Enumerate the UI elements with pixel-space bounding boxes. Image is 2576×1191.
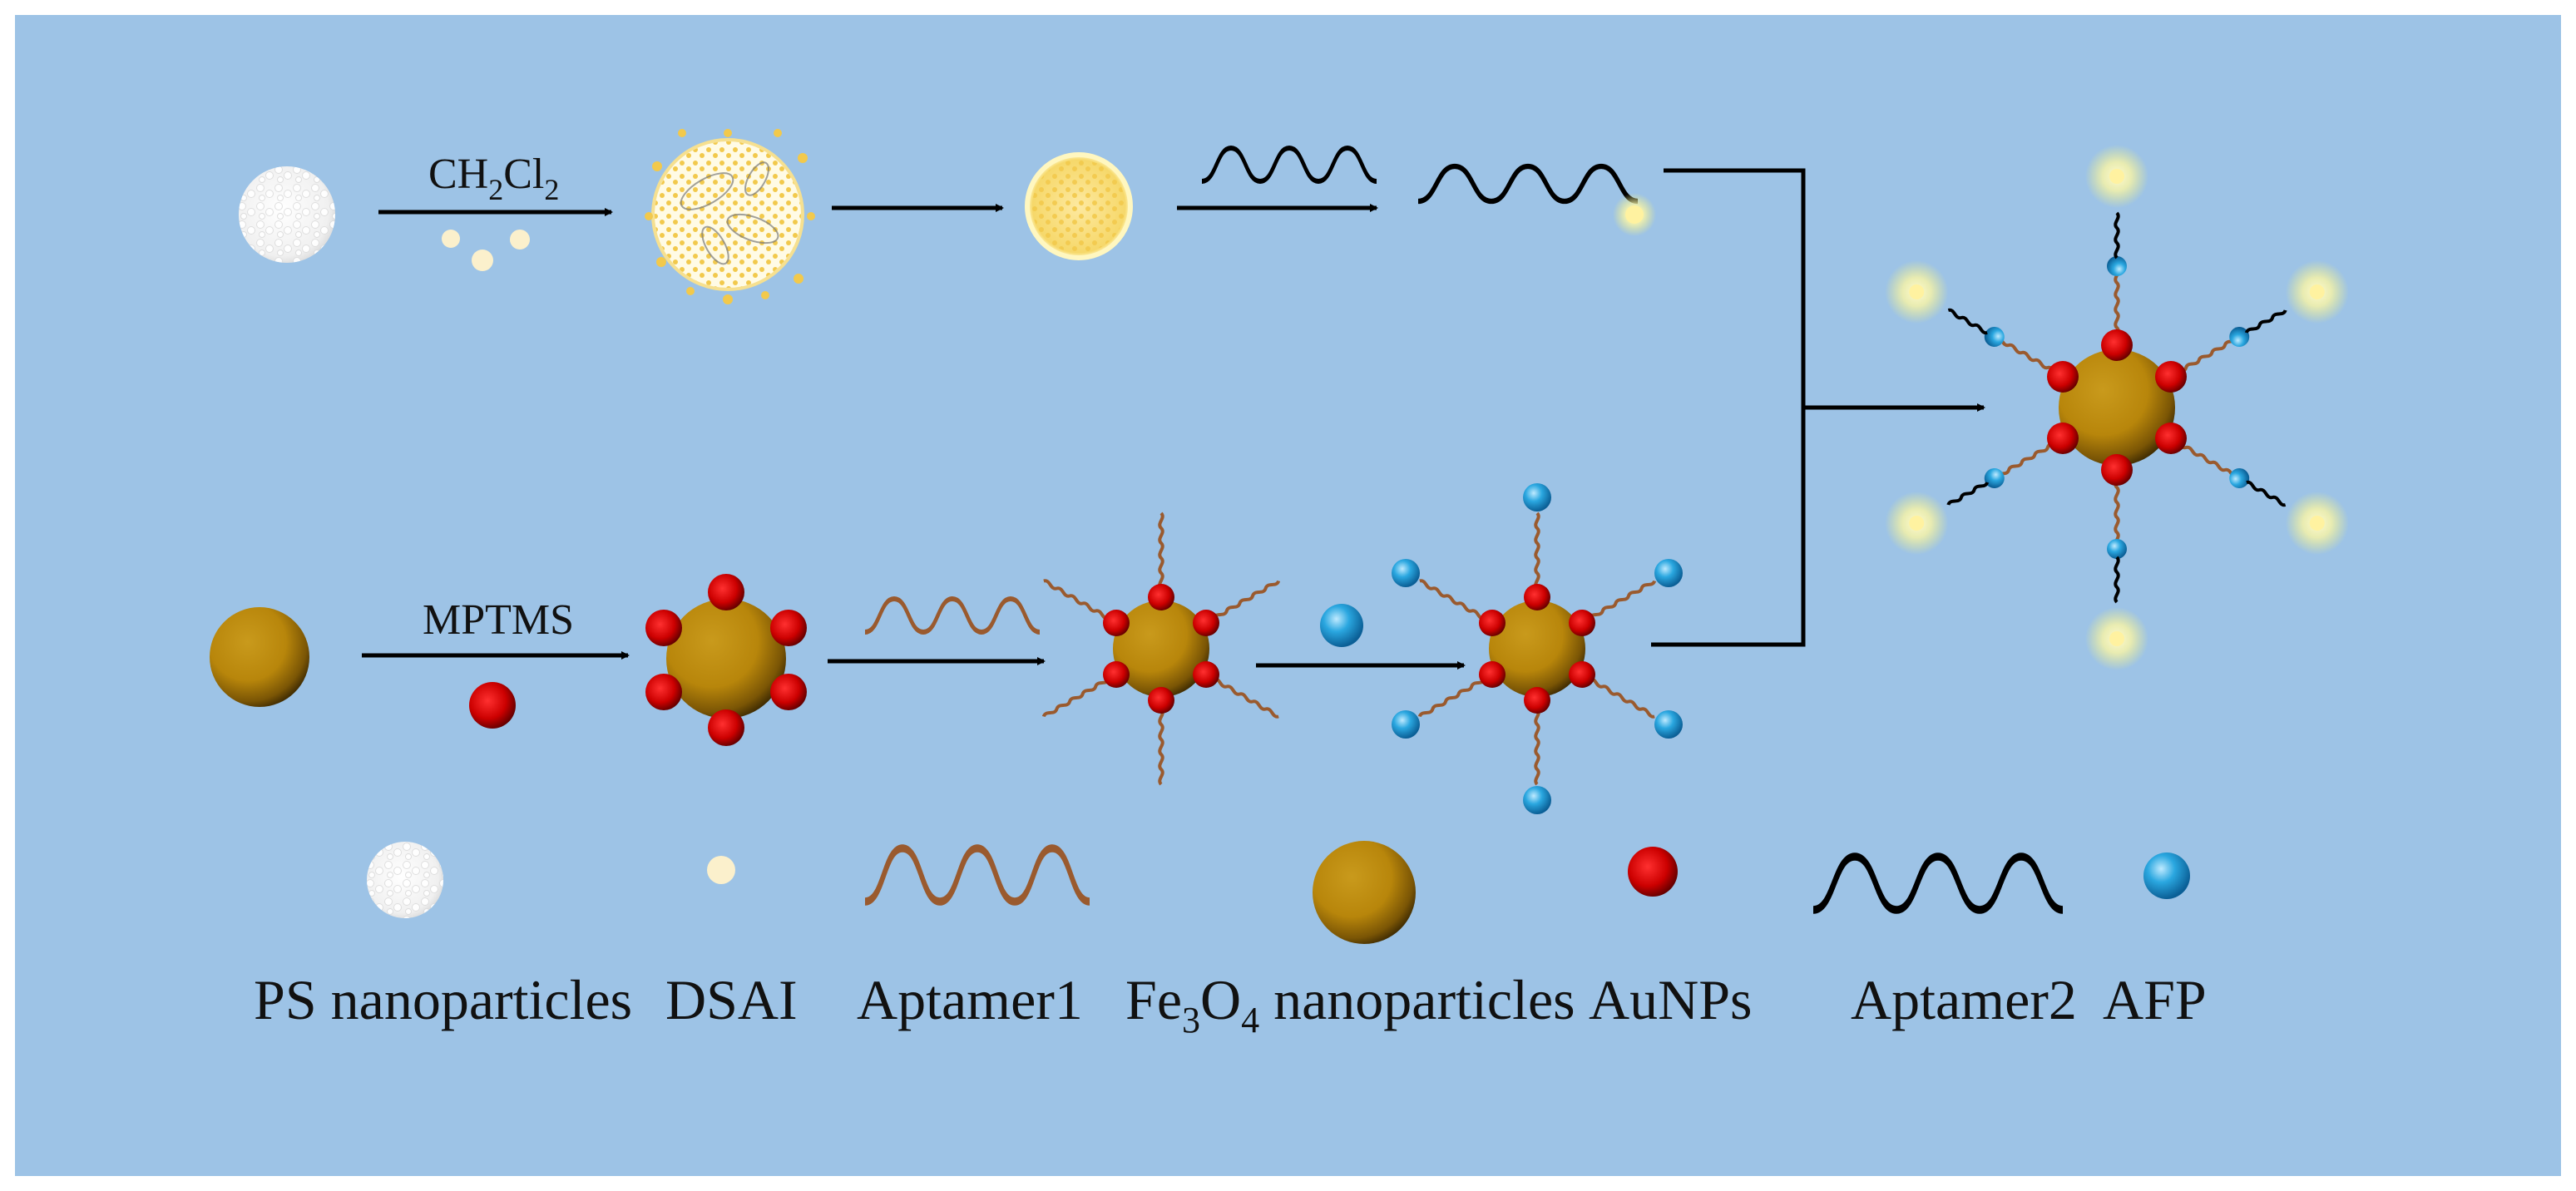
legend-fe3o4-label: Fe3O4 nanoparticles: [1125, 968, 1575, 1040]
legend-aptamer1-label: Aptamer1: [857, 968, 1083, 1031]
probe-arms: [1885, 145, 2349, 670]
aunp-sphere-icon: [1628, 847, 1678, 897]
aptamer2-labeled-probe: [1418, 166, 1656, 236]
aunp-under-arrow: [469, 682, 516, 729]
ch2cl2-label: CH2Cl2: [428, 151, 559, 206]
dsai-dot-icon: [707, 856, 735, 884]
ps-nanoparticle-start: [239, 166, 335, 263]
legend-aptamer2-label: Aptamer2: [1851, 968, 2077, 1031]
legend-aunps-label: AuNPs: [1589, 968, 1753, 1031]
afp-arrow: [1256, 604, 1466, 670]
legend-ps-label: PS nanoparticles: [254, 968, 632, 1031]
dsai-dots-under-arrow: [442, 230, 530, 271]
fe3o4-aunp-aptamer1: [1041, 511, 1282, 786]
aptamer2-arrow: [1177, 148, 1377, 212]
aptamer1-arrow: [828, 599, 1046, 665]
merge-connector: [1651, 168, 1985, 647]
legend-dsai-label: DSAI: [665, 968, 798, 1031]
legend-afp-label: AFP: [2103, 968, 2207, 1031]
legend: PS nanoparticles DSAI Aptamer1 Fe3O4 nan…: [254, 841, 2207, 1040]
fe3o4-start: [210, 607, 309, 707]
ps-nanoparticle-icon: [367, 842, 443, 918]
final-sandwich-complex: [1885, 145, 2349, 670]
fe3o4-sphere-icon: [1313, 841, 1416, 944]
fe3o4-aunp-aptamer1-afp: [1392, 483, 1683, 814]
swollen-ps-particle: [645, 129, 815, 304]
afp-sphere-icon: [2143, 852, 2190, 899]
dsai-loaded-ps-particle: [1025, 152, 1133, 260]
fe3o4-aunp-particle: [645, 574, 807, 746]
mptms-label: MPTMS: [423, 596, 574, 644]
